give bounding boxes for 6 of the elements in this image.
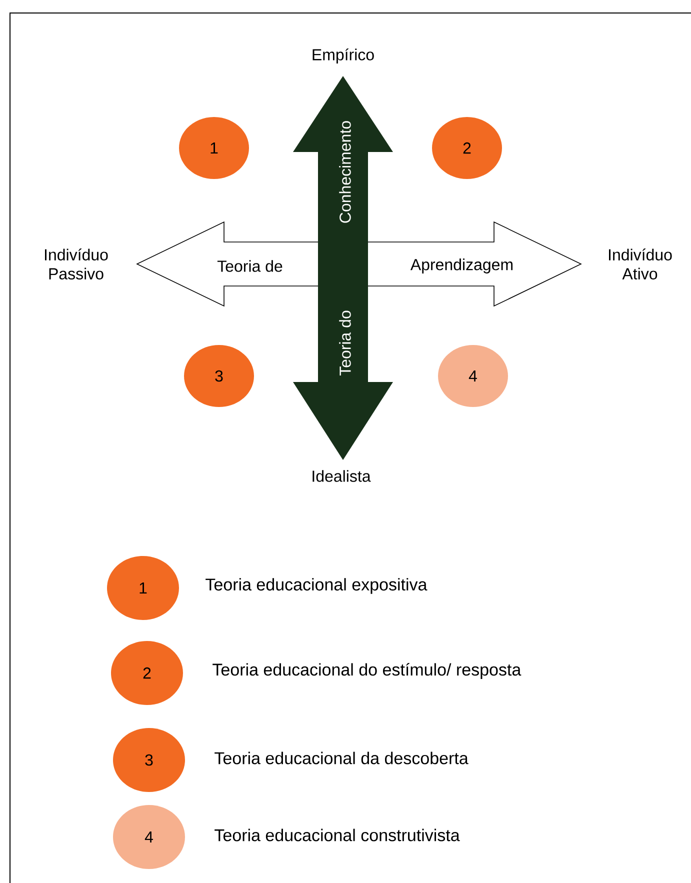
legend-text: Teoria educacional expositiva (206, 578, 428, 594)
axis-label: Indivíduo Ativo (609, 248, 672, 280)
legend-text: Teoria educacional construtivista (214, 828, 460, 842)
legend-text: Teoria educacional da descoberta (214, 752, 468, 764)
axis-label: Indivíduo Passivo (45, 248, 108, 280)
legend-text: Teoria educacional do estímulo/ resposta (212, 662, 522, 680)
